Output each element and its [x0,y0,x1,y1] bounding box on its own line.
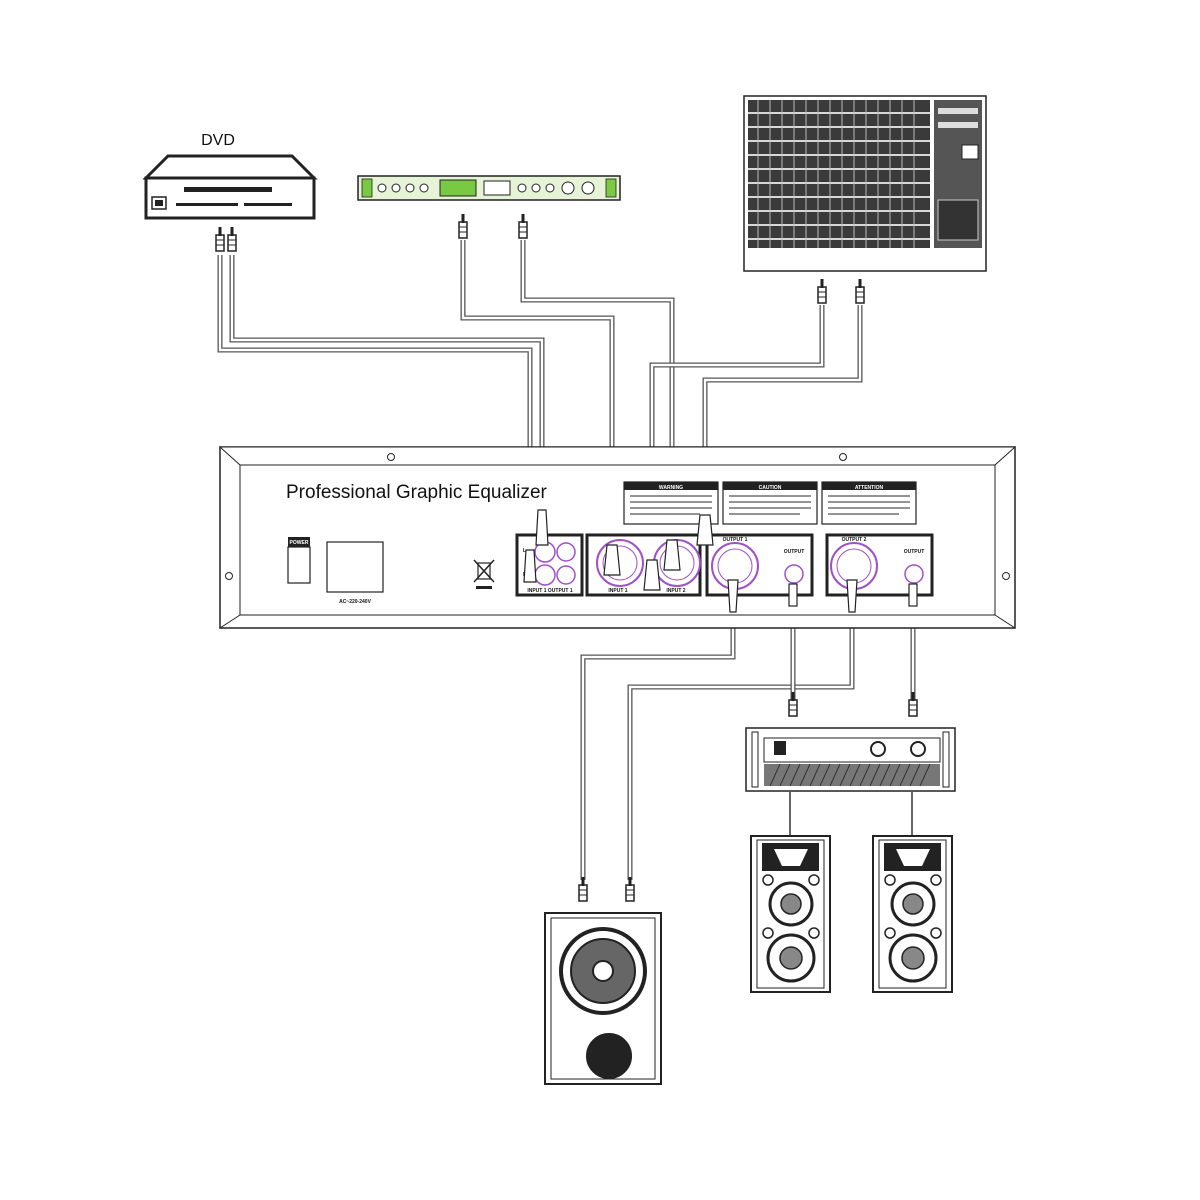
xlr-input-panel [585,533,702,597]
rca-plug-icon [458,213,528,239]
weee-bin-icon [473,559,495,589]
cable-output2-subwoofer [627,610,855,880]
mixer-console-icon [743,95,987,272]
speaker-icon [750,835,831,993]
cable-processor-left [460,240,615,545]
effects-processor-icon [357,175,621,201]
caution-title: CAUTION [759,485,782,491]
channel-l-label: L [523,548,526,554]
output1-xlr-label: OUTPUT 1 [723,537,748,543]
warning-title: WARNING [659,485,683,491]
rca-plug-icon [788,691,918,717]
dvd-label: DVD [201,132,235,149]
output2-rca-label: OUTPUT [904,549,925,555]
attention-title: ATTENTION [855,485,884,491]
cable-processor-right [520,240,675,540]
rca-plug-icon [578,876,635,902]
power-label: POWER [290,540,309,546]
caution-label-panel [722,481,818,525]
power-amplifier-icon [745,727,956,792]
xlr-connector-icon [523,509,918,613]
speaker-icon [872,835,953,993]
output1-rca-label: OUTPUT [784,549,805,555]
output2-xlr-label: OUTPUT 2 [842,537,867,543]
subwoofer-icon [544,912,662,1085]
voltage-label: AC~220-240V [339,599,371,605]
rca-input-label: INPUT 1 OUTPUT 1 [527,588,573,594]
dvd-player-icon [142,154,318,220]
input1-label: INPUT 1 [608,588,627,594]
power-socket [326,541,384,593]
cable-output1-subwoofer [580,610,736,880]
rca-plug-icon [215,226,237,252]
input2-label: INPUT 2 [666,588,685,594]
attention-label-panel [821,481,917,525]
power-switch [287,537,311,584]
cable-dvd-right [229,255,545,510]
rca-plug-icon [817,278,865,304]
equalizer-title: Professional Graphic Equalizer [286,482,548,503]
